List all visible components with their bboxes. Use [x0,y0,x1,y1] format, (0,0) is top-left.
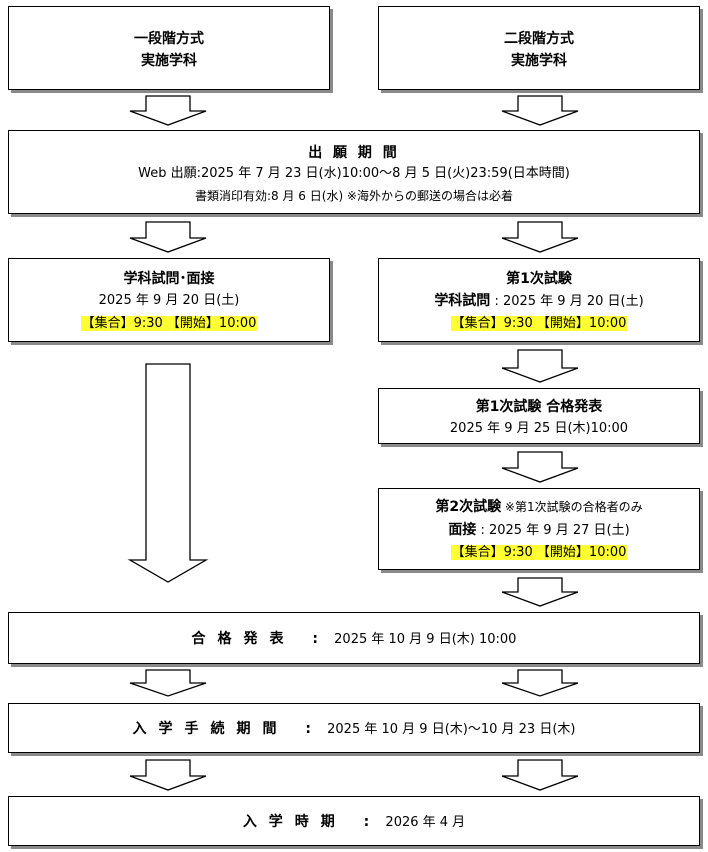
enrollment-box: 入学時期 : 2026 年 4 月 [8,796,700,846]
application-period-title: 出 願 期 間 [308,145,400,161]
first-exam-subject-label: 学科試問 [434,293,491,309]
application-postmark: 書類消印有効:8 月 6 日(水) ※海外からの郵送の場合は必着 [195,189,513,203]
second-exam-title: 第2次試験 [435,499,502,515]
exam-interview-date: 2025 年 9 月 20 日(土) [98,293,240,308]
announcement-box: 合格発表 : 2025 年 10 月 9 日(木) 10:00 [8,612,700,664]
down-arrow-two-stage-5 [501,577,579,607]
first-exam-time: 【集合】9:30 【開始】10:00 [450,316,628,331]
second-exam-interview-date: : 2025 年 9 月 27 日(土) [476,523,630,538]
two-stage-title: 二段階方式 [504,31,574,47]
down-arrow-right-2 [501,759,579,791]
second-exam-interview-label: 面接 [448,522,477,538]
down-arrow-one-stage-2 [129,221,207,253]
first-result-title: 第1次試験 合格発表 [475,399,603,415]
exam-interview-time: 【集合】9:30 【開始】10:00 [80,316,258,331]
down-arrow-two-stage-4 [501,451,579,483]
procedure-label: 入学手続期間 : [132,721,323,737]
down-arrow-left-2 [129,759,207,791]
second-exam-time: 【集合】9:30 【開始】10:00 [450,545,628,560]
one-stage-box: 一段階方式 実施学科 [8,6,330,90]
enrollment-label: 入学時期 : [242,814,382,830]
down-arrow-right-1 [501,669,579,697]
enrollment-value: 2026 年 4 月 [381,815,466,830]
two-stage-subtitle: 実施学科 [511,53,567,69]
application-web: Web 出願:2025 年 7 月 23 日(水)10:00〜8 月 5 日(火… [138,166,570,181]
procedure-box: 入学手続期間 : 2025 年 10 月 9 日(木)〜10 月 23 日(木) [8,703,700,753]
second-exam-note: ※第1次試験の合格者のみ [501,500,643,514]
first-result-box: 第1次試験 合格発表 2025 年 9 月 25 日(木)10:00 [378,388,700,444]
long-down-arrow-one-stage [127,363,209,583]
exam-interview-title: 学科試問･面接 [123,271,215,287]
announcement-value: 2025 年 10 月 9 日(木) 10:00 [330,632,517,647]
down-arrow-one-stage-1 [129,95,207,126]
first-exam-box: 第1次試験 学科試問 : 2025 年 9 月 20 日(土) 【集合】9:30… [378,258,700,342]
exam-interview-box: 学科試問･面接 2025 年 9 月 20 日(土) 【集合】9:30 【開始】… [8,258,330,342]
procedure-value: 2025 年 10 月 9 日(木)〜10 月 23 日(木) [323,722,576,737]
announcement-label: 合格発表 : [191,631,331,647]
down-arrow-two-stage-3 [501,349,579,383]
down-arrow-left-1 [129,669,207,697]
down-arrow-two-stage-2 [501,221,579,253]
one-stage-title: 一段階方式 [134,31,204,47]
two-stage-box: 二段階方式 実施学科 [378,6,700,90]
down-arrow-two-stage-1 [501,95,579,126]
first-exam-subject-date: : 2025 年 9 月 20 日(土) [490,294,644,309]
application-period-box: 出 願 期 間 Web 出願:2025 年 7 月 23 日(水)10:00〜8… [8,130,700,214]
first-exam-title: 第1次試験 [506,271,572,287]
first-result-date: 2025 年 9 月 25 日(木)10:00 [449,421,629,436]
one-stage-subtitle: 実施学科 [141,53,197,69]
second-exam-box: 第2次試験 ※第1次試験の合格者のみ 面接 : 2025 年 9 月 27 日(… [378,488,700,570]
